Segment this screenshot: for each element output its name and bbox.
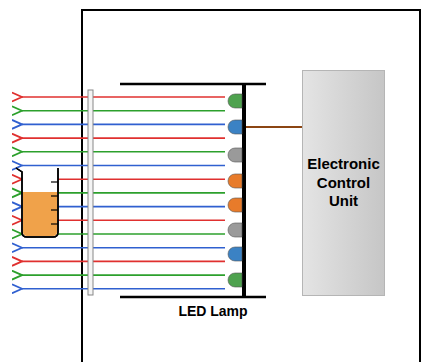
light-rays	[22, 97, 225, 289]
led	[228, 174, 242, 188]
lamp-label: LED Lamp	[178, 303, 247, 335]
light-ray	[22, 96, 225, 98]
led	[228, 223, 242, 237]
light-ray	[22, 288, 225, 290]
light-ray	[22, 151, 225, 153]
unit-label: Electronic Control Unit	[306, 155, 381, 211]
glass-plate	[88, 90, 93, 295]
light-ray	[22, 110, 225, 112]
lamp-board	[242, 84, 246, 297]
control-unit-box: Electronic Control Unit	[302, 70, 385, 296]
lamp-assembly: LED Lamp	[120, 84, 266, 334]
led	[228, 94, 242, 108]
beaker	[16, 168, 58, 237]
led	[228, 247, 242, 261]
led-array	[228, 94, 242, 287]
led	[228, 148, 242, 162]
light-ray	[22, 165, 225, 167]
light-ray	[22, 137, 225, 139]
led	[228, 120, 242, 134]
light-ray	[22, 261, 225, 263]
control-wire	[246, 126, 302, 128]
led	[228, 198, 242, 212]
housing-outline	[82, 10, 420, 362]
light-ray	[22, 274, 225, 276]
led	[228, 273, 242, 287]
light-ray	[22, 124, 225, 126]
light-ray	[22, 247, 225, 249]
